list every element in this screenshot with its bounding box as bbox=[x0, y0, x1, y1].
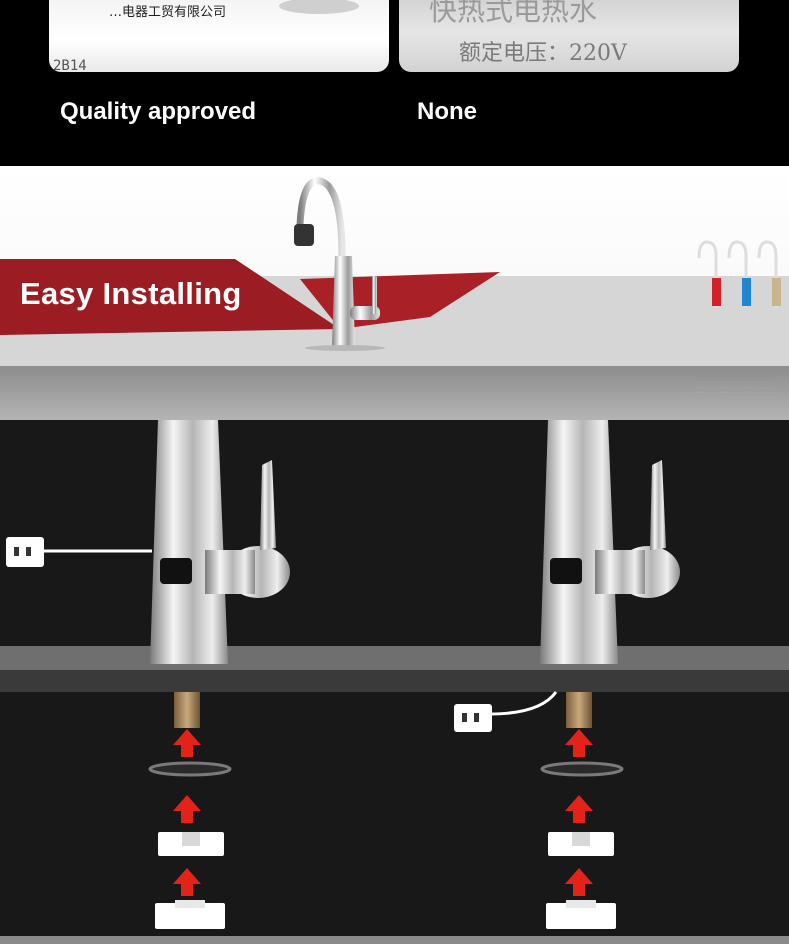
right-arrow-1 bbox=[565, 729, 593, 757]
banner-red-fill bbox=[0, 259, 340, 335]
installation-diagram-art bbox=[0, 420, 789, 944]
red-faucet bbox=[697, 240, 721, 308]
faucet-shadow bbox=[305, 345, 385, 351]
uncertified-label-art: 快热式电热水 额定电压：220V bbox=[429, 0, 628, 66]
label-shadow bbox=[279, 0, 359, 14]
bottom-edge bbox=[0, 936, 789, 944]
left-faucet-body bbox=[150, 420, 228, 664]
fine-print-line: · · · · · · · · · · · · · · · · · · · · … bbox=[696, 385, 774, 389]
faucet-head bbox=[294, 224, 314, 246]
left-power-plug bbox=[6, 537, 44, 567]
left-gasket bbox=[148, 761, 232, 777]
fine-print-line: · · · · · · · · · · · · · · · · · · · · … bbox=[732, 395, 774, 399]
left-faucet-lever bbox=[260, 460, 276, 550]
right-power-plug bbox=[454, 704, 492, 732]
right-faucet-assembly bbox=[454, 420, 680, 929]
uncertified-label-photo: 快热式电热水 额定电压：220V bbox=[399, 0, 739, 72]
right-mounting-nut bbox=[546, 903, 616, 929]
faucet-spout bbox=[296, 177, 346, 336]
comparison-section: …电器工贸有限公司 2B14 快热式电热水 额定电压：220V Quality … bbox=[0, 0, 789, 166]
certified-label-photo: …电器工贸有限公司 2B14 bbox=[49, 0, 389, 72]
countertop-edge bbox=[0, 670, 789, 692]
easy-installing-section: Easy Installing bbox=[0, 166, 789, 366]
certified-label-art: …电器工贸有限公司 2B14 bbox=[53, 0, 359, 72]
blue-faucet bbox=[727, 240, 751, 308]
colored-faucets-image bbox=[697, 240, 781, 308]
right-faucet-lever bbox=[650, 460, 666, 550]
fine-print-line: · · · · · · · · · · · · · · · · · · · · … bbox=[685, 390, 774, 394]
right-gasket bbox=[540, 761, 624, 777]
left-faucet-handle-collar bbox=[205, 550, 255, 594]
right-arrow-2 bbox=[565, 795, 593, 823]
certified-label-code: 2B14 bbox=[53, 58, 87, 72]
right-arrow-3 bbox=[565, 868, 593, 896]
fine-print-line: · · · · · · · · · · · · · · · · · · · · … bbox=[692, 380, 774, 384]
right-faucet-body bbox=[540, 420, 618, 664]
quality-approved-caption: Quality approved bbox=[60, 98, 257, 125]
uncertified-label-title: 快热式电热水 bbox=[429, 0, 597, 27]
none-caption: None bbox=[417, 98, 477, 125]
right-threaded-stem bbox=[566, 692, 592, 728]
left-faucet-assembly bbox=[6, 420, 290, 929]
installation-diagram bbox=[0, 420, 789, 944]
fine-print-strip: · · · · · · · · · · · · · · · · · · · · … bbox=[0, 366, 789, 420]
left-arrow-1 bbox=[173, 729, 201, 757]
faucet-body bbox=[332, 256, 355, 346]
right-power-cable bbox=[489, 691, 558, 716]
countertop-surface bbox=[0, 646, 789, 670]
easy-installing-title: Easy Installing bbox=[20, 276, 242, 311]
certified-label-text: …电器工贸有限公司 bbox=[109, 5, 226, 20]
left-mounting-nut bbox=[155, 903, 225, 929]
right-faucet-display bbox=[550, 558, 582, 584]
right-faucet-handle-collar bbox=[595, 550, 645, 594]
left-arrow-2 bbox=[173, 795, 201, 823]
left-faucet-display bbox=[160, 558, 192, 584]
gooseneck-faucet-image bbox=[294, 177, 385, 351]
left-arrow-3 bbox=[173, 868, 201, 896]
left-threaded-stem bbox=[174, 692, 200, 728]
faucet-lever bbox=[372, 276, 377, 314]
gold-faucet bbox=[757, 240, 781, 308]
fine-print-text: · · · · · · · · · · · · · · · · · · · · … bbox=[394, 380, 774, 400]
uncertified-label-voltage: 额定电压：220V bbox=[459, 41, 628, 66]
